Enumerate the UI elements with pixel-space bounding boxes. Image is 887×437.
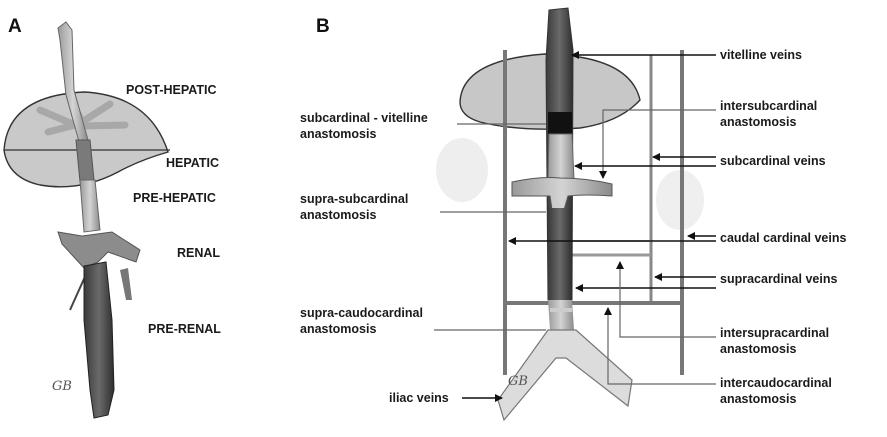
label-caudal-cardinal-veins: caudal cardinal veins: [720, 230, 846, 246]
svg-text:GB: GB: [52, 379, 72, 394]
label-pre-renal: PRE-RENAL: [148, 321, 221, 337]
panel-b-ivc-drawing: GB: [434, 8, 716, 420]
leader-intersupracardinal: [620, 262, 716, 337]
svg-text:GB: GB: [508, 374, 528, 389]
label-hepatic: HEPATIC: [166, 155, 219, 171]
label-intersubcardinal-anastomosis: intersubcardinal anastomosis: [720, 98, 817, 130]
leader-intersubcardinal: [603, 110, 716, 178]
label-intercaudocardinal-anastomosis: intercaudocardinal anastomosis: [720, 375, 832, 407]
label-intersupracardinal-anastomosis: intersupracardinal anastomosis: [720, 325, 829, 357]
label-pre-hepatic: PRE-HEPATIC: [133, 190, 216, 206]
label-supracardinal-veins: supracardinal veins: [720, 271, 837, 287]
panel-a-letter: A: [8, 16, 22, 38]
label-post-hepatic: POST-HEPATIC: [126, 82, 217, 98]
label-subcardinal-veins: subcardinal veins: [720, 153, 826, 169]
panel-b-letter: B: [316, 16, 330, 38]
label-subcardinal-vitelline-anastomosis: subcardinal - vitelline anastomosis: [300, 110, 428, 142]
label-vitelline-veins: vitelline veins: [720, 47, 802, 63]
label-iliac-veins: iliac veins: [389, 390, 449, 406]
label-supra-caudocardinal-anastomosis: supra-caudocardinal anastomosis: [300, 305, 423, 337]
label-renal: RENAL: [177, 245, 220, 261]
label-supra-subcardinal-anastomosis: supra-subcardinal anastomosis: [300, 191, 408, 223]
